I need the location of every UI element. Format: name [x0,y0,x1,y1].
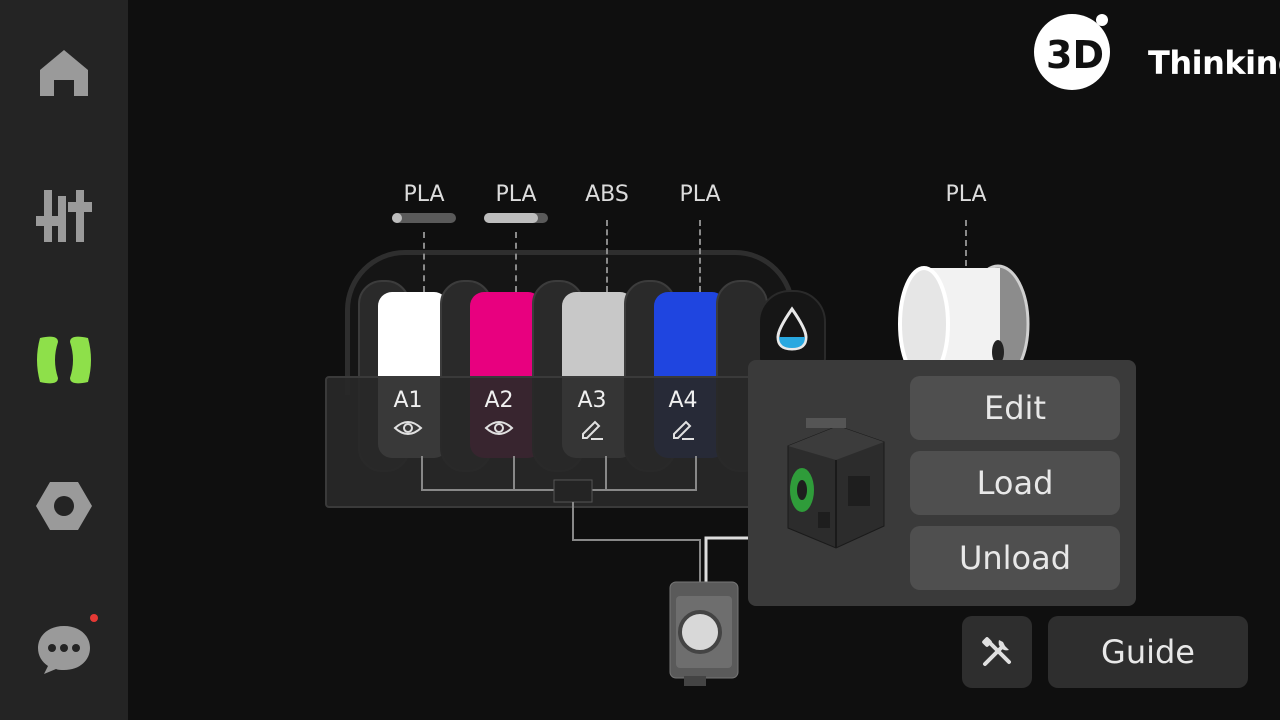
logo-text: Thinking [1148,44,1280,82]
eye-icon[interactable] [484,416,514,440]
pencil-icon[interactable] [579,416,605,442]
nav-settings-button[interactable] [24,466,104,546]
nav-controls-button[interactable] [24,176,104,256]
slot-id-a2: A2 [484,388,514,413]
notification-badge [90,614,98,622]
humidity-drop-icon [776,306,808,351]
eye-icon[interactable] [393,416,423,440]
filament-icon [37,336,91,384]
nav-home-button[interactable] [24,32,104,112]
guide-button[interactable]: Guide [1048,616,1248,688]
edit-button[interactable]: Edit [910,376,1120,440]
slot-leader-line [606,220,608,292]
slot-leader-line [423,232,425,292]
slot-material-a2: PLA [495,182,537,207]
logo-mark-text: 3D [1046,33,1104,77]
unload-button[interactable]: Unload [910,526,1120,590]
remaining-bar-a1 [392,213,456,223]
tools-button[interactable] [962,616,1032,688]
slot-action-popup: Edit Load Unload [748,360,1136,606]
chat-icon [38,626,90,674]
external-spool[interactable] [898,264,1030,364]
home-icon [40,50,88,96]
slot-id-a3: A3 [577,388,607,413]
slot-id-a1: A1 [393,388,423,413]
tools-icon [982,637,1011,666]
logo-mark: 3D [1034,14,1110,90]
slot-leader-line [515,232,517,292]
ams-unit-image [787,418,885,549]
ams-base [325,376,759,508]
slot-leader-line [699,220,701,292]
humidity-indicator[interactable] [758,290,826,368]
sliders-icon [36,190,92,242]
brand-logo: 3D Thinking [1030,6,1280,90]
nav-messages-button[interactable] [24,608,104,688]
load-button[interactable]: Load [910,451,1120,515]
slot-material-a1: PLA [403,182,445,207]
remaining-fill-a1 [392,213,402,223]
nav-filament-button[interactable] [24,320,104,400]
pencil-icon[interactable] [670,416,696,442]
remaining-fill-a2 [484,213,539,223]
hex-nut-icon [36,482,92,530]
external-material: PLA [945,182,987,207]
slot-material-a3: ABS [585,182,629,207]
remaining-bar-a2 [484,213,548,223]
slot-id-a4: A4 [668,388,698,413]
external-leader-line [965,220,967,276]
slot-material-a4: PLA [679,182,721,207]
sidebar [0,0,128,720]
